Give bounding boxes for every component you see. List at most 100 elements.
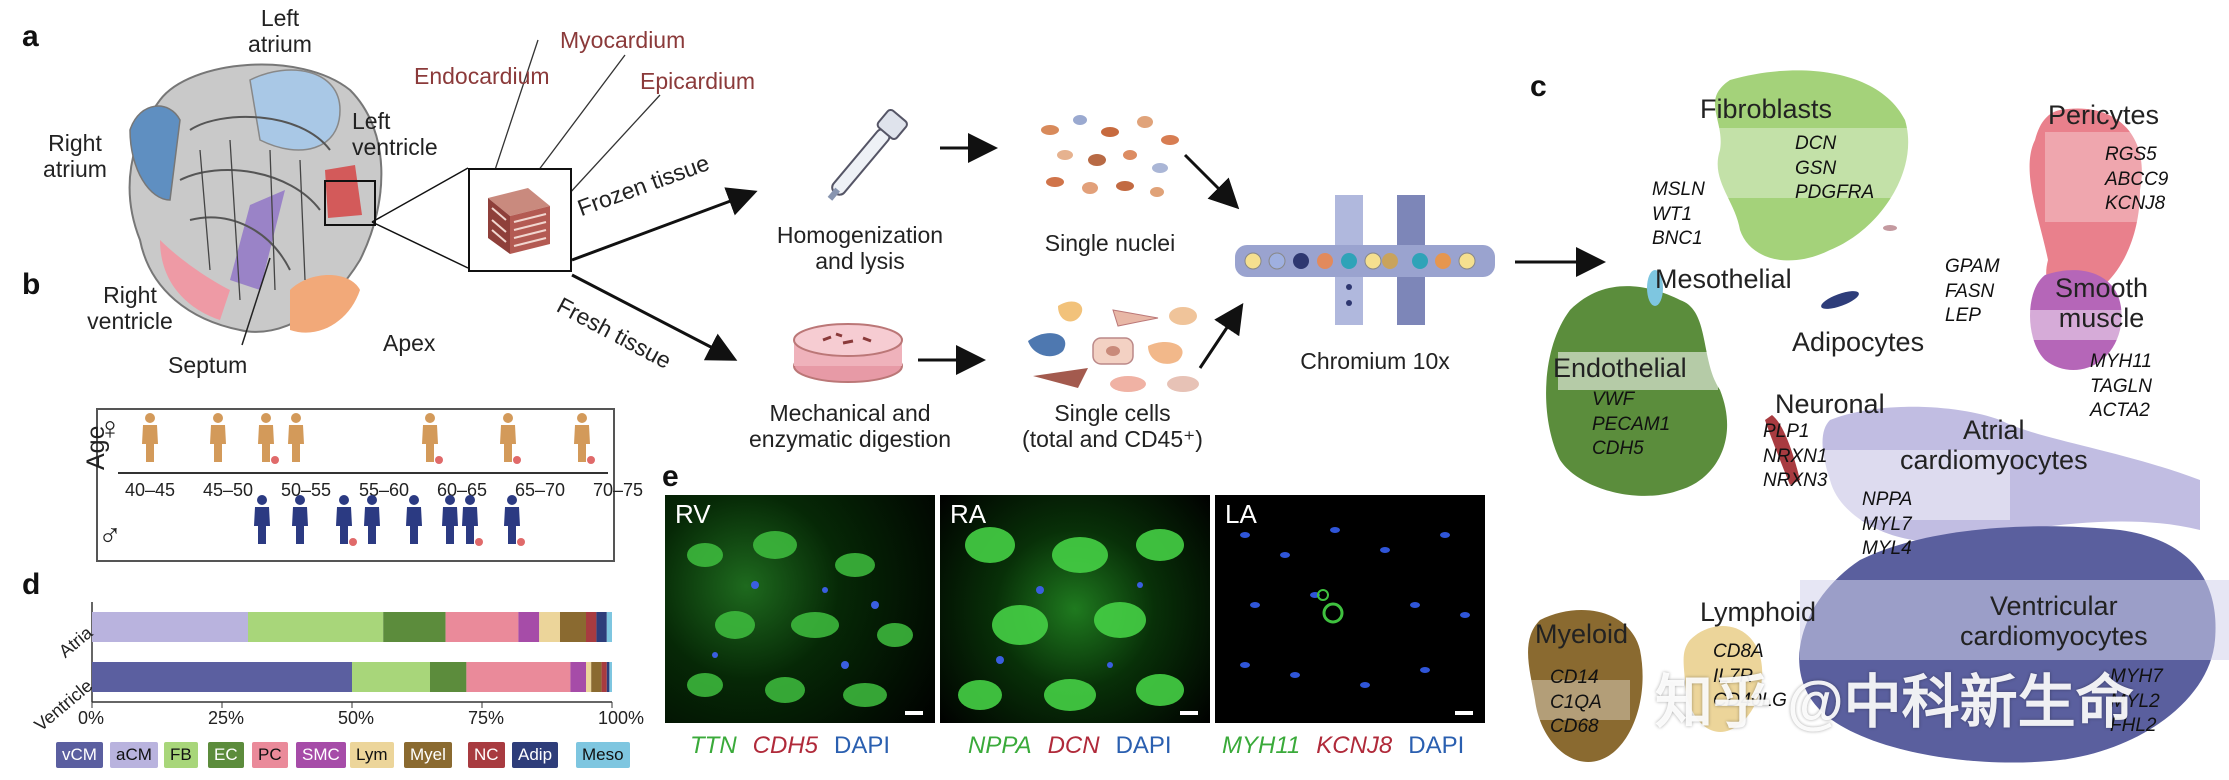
donor-figure <box>336 495 357 546</box>
age-bin-label: 60–65 <box>437 480 488 500</box>
donor-figure <box>442 495 458 544</box>
genes-adipocytes: GPAM FASN LEP <box>1945 256 2000 327</box>
bar-segment-nc <box>586 612 597 642</box>
bar-segment-pc <box>466 662 571 692</box>
caption-la-gene2: KCNJ8 <box>1316 732 1393 759</box>
label-endocardium: Endocardium <box>414 63 550 89</box>
cluster-pericytes: Pericytes <box>2048 100 2160 130</box>
zoom-box-small <box>324 180 376 226</box>
bar-segment-ec <box>383 612 446 642</box>
donor-figure <box>210 413 226 462</box>
genes-myeloid: CD14 C1QA CD68 <box>1550 667 1602 738</box>
panel-label-b: b <box>22 268 41 301</box>
micrograph-rv: RV <box>665 495 935 723</box>
genes-ventricular-cm: MYH7 MYL2 FHL2 <box>2110 666 2163 737</box>
genes-neuronal: PLP1 NRXN1 NRXN3 <box>1763 421 1828 492</box>
label-single-nuclei: Single nuclei <box>1044 230 1176 256</box>
heart-illustration <box>128 63 383 333</box>
bar-segment-smc <box>518 612 540 642</box>
scale-bar <box>1455 711 1473 715</box>
label-myocardium: Myocardium <box>560 27 686 53</box>
tissue-cube-icon <box>488 188 550 254</box>
legend-ec: EC <box>208 742 244 768</box>
age-bin-label: 45–50 <box>203 480 254 500</box>
caption-ra-gene2: DCN <box>1047 732 1100 759</box>
scale-bar <box>1180 711 1198 715</box>
legend-meso: Meso <box>576 742 630 768</box>
cluster-lymphoid: Lymphoid <box>1700 597 1817 627</box>
legend-lym: Lym <box>350 742 394 768</box>
caption-rv-gene2: CDH5 <box>752 732 818 759</box>
label-epicardium: Epicardium <box>640 68 756 94</box>
bar-segment-nc <box>601 662 607 692</box>
legend-nc: NC <box>468 742 505 768</box>
micrograph-rv-title: RV <box>675 499 711 529</box>
bar-segment-adip <box>606 662 610 692</box>
bar-segment-vcm <box>92 662 352 692</box>
legend-smc: SMC <box>296 742 346 768</box>
genes-lymphoid: CD8A IL7R CD40LG <box>1713 641 1787 712</box>
cluster-mesothelial: Mesothelial <box>1655 264 1792 294</box>
cluster-neuronal: Neuronal <box>1775 389 1885 419</box>
label-right-ventricle: Right ventricle <box>87 282 173 335</box>
bar-segment-myel <box>591 662 602 692</box>
label-homogenization: Homogenization and lysis <box>776 222 944 275</box>
caption-la-dapi: DAPI <box>1408 732 1465 759</box>
age-distribution-box <box>96 408 615 562</box>
age-bin-label: 40–45 <box>125 480 176 500</box>
bar-segment-lym <box>586 662 592 692</box>
label-left-atrium: Left atrium <box>248 5 312 58</box>
micrograph-la-title: LA <box>1225 499 1257 529</box>
legend-myel: Myel <box>404 742 452 768</box>
bar-segment-meso <box>606 612 612 642</box>
male-symbol: ♂ <box>98 517 122 553</box>
micrograph-ra: RA <box>940 495 1210 723</box>
bar-segment-fb <box>248 612 384 642</box>
single-cells-icon <box>1028 301 1199 392</box>
donor-figure <box>364 495 380 544</box>
legend-acm: aCM <box>110 742 158 768</box>
x-tick-label: 75% <box>468 708 505 728</box>
legend-adip: Adip <box>512 742 559 768</box>
donor-figure <box>462 495 483 546</box>
age-bin-label: 70–75 <box>593 480 644 500</box>
age-axis-line <box>118 472 608 474</box>
cluster-myeloid: Myeloid <box>1535 619 1629 649</box>
donor-figure <box>422 413 443 464</box>
panel-label-d: d <box>22 568 41 601</box>
genes-smooth-muscle: MYH11 TAGLN ACTA2 <box>2090 351 2152 422</box>
bar-segment-lym <box>539 612 560 642</box>
watermark: 知乎 @中科新生命 <box>1655 670 2134 735</box>
genes-atrial-cm: NPPA MYL7 MYL4 <box>1862 489 1913 560</box>
donor-figure <box>142 413 158 462</box>
genes-endothelial: VWF PECAM1 CDH5 <box>1592 389 1671 460</box>
cluster-smooth-muscle: Smooth muscle <box>2055 273 2149 333</box>
umap-plot <box>1528 70 2229 763</box>
donor-figure <box>258 413 279 464</box>
petri-dish-icon <box>793 323 903 383</box>
caption-ra-gene1: NPPA <box>968 732 1032 759</box>
label-left-ventricle: Left ventricle <box>352 108 438 161</box>
caption-la-gene1: MYH11 <box>1222 732 1301 759</box>
label-septum: Septum <box>168 352 248 378</box>
genes-fibroblasts: DCN GSN PDGFRA <box>1795 133 1875 204</box>
single-nuclei-icon <box>1041 115 1179 197</box>
donor-figure <box>406 495 422 544</box>
x-tick-label: 100% <box>598 708 645 728</box>
x-tick-label: 50% <box>338 708 375 728</box>
cluster-adipocytes: Adipocytes <box>1792 327 1925 357</box>
donor-figure <box>574 413 595 464</box>
cluster-fibroblasts: Fibroblasts <box>1700 94 1833 124</box>
donor-figure <box>254 495 270 544</box>
x-tick-label: 25% <box>208 708 245 728</box>
genes-mesothelial: MSLN WT1 BNC1 <box>1652 179 1705 250</box>
age-bin-label: 55–60 <box>359 480 410 500</box>
bar-segment-pc <box>445 612 519 642</box>
label-apex: Apex <box>383 330 436 356</box>
cluster-atrial-cm: Atrial cardiomyocytes <box>1900 415 2088 475</box>
